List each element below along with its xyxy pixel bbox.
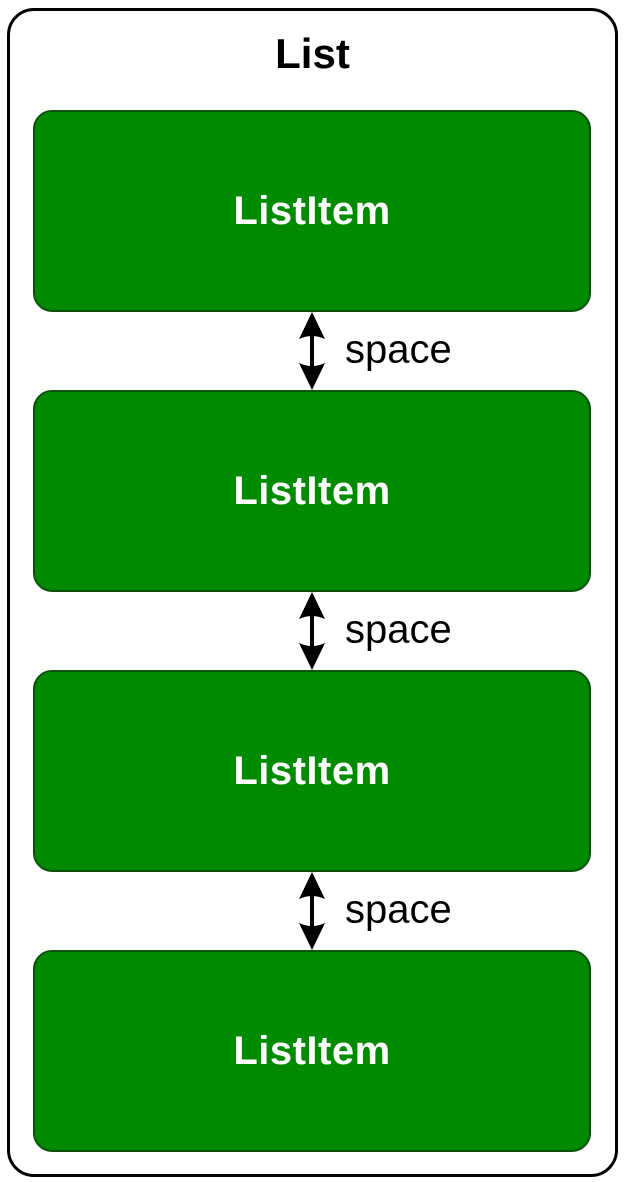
- spacer-row-1: space: [33, 312, 591, 390]
- list-title: List: [275, 30, 350, 77]
- vertical-double-arrow-icon: [299, 872, 325, 950]
- list-item-2: ListItem: [33, 390, 591, 592]
- spacer-label: space: [345, 327, 452, 372]
- list-item-label: ListItem: [233, 188, 391, 233]
- list-container: List ListItem space ListItem: [7, 8, 618, 1177]
- vertical-double-arrow-icon: [299, 312, 325, 390]
- spacer-row-3: space: [33, 872, 591, 950]
- list-item-4: ListItem: [33, 950, 591, 1152]
- list-item-stack: ListItem space ListItem space: [33, 110, 591, 1152]
- list-item-3: ListItem: [33, 670, 591, 872]
- list-item-1: ListItem: [33, 110, 591, 312]
- spacer-label: space: [345, 887, 452, 932]
- list-item-label: ListItem: [233, 468, 391, 513]
- list-item-label: ListItem: [233, 1028, 391, 1073]
- vertical-double-arrow-icon: [299, 592, 325, 670]
- list-item-label: ListItem: [233, 748, 391, 793]
- spacer-label: space: [345, 607, 452, 652]
- spacer-row-2: space: [33, 592, 591, 670]
